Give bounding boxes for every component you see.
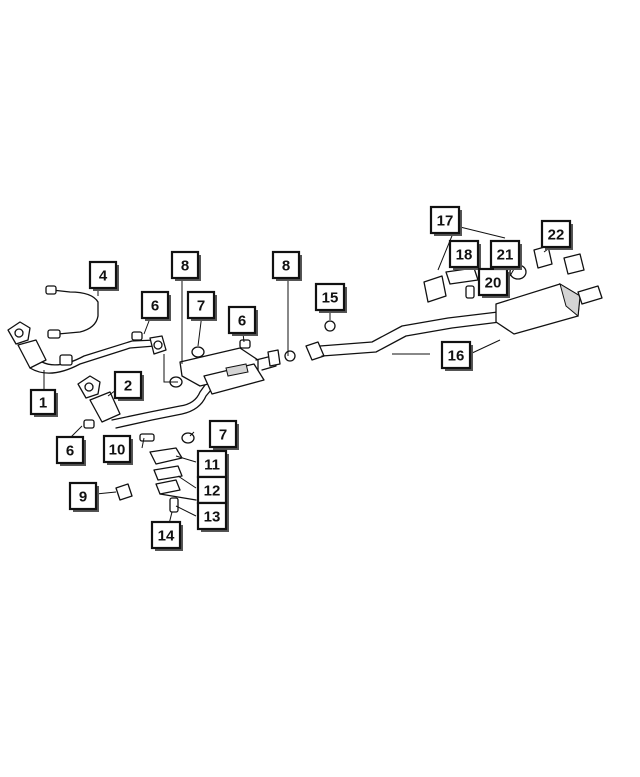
callout-number: 20 [485,275,502,292]
hardware-bolt-6a [131,331,143,341]
callout-box [150,520,182,550]
hardware-gasket-8b [284,350,296,362]
callout-8b: 8 [271,250,302,281]
callout-box [55,435,85,465]
callout-21: 21 [489,239,522,270]
part-2-rear-pipe [77,375,217,429]
callout-number: 6 [238,313,246,330]
part-15-grommet [324,320,336,332]
callout-13: 13 [196,501,229,532]
part-16-muffler-assembly [305,282,603,361]
callout-number: 15 [322,290,339,307]
callout-number: 16 [448,348,465,365]
callout-14: 14 [150,520,183,551]
callout-22: 22 [540,219,573,250]
callout-16: 16 [440,340,473,371]
part-10-bolt [139,433,155,442]
callout-10: 10 [102,434,133,465]
part-12-clamp [153,465,183,495]
callout-box [113,370,143,400]
callout-11: 11 [196,449,229,480]
callout-box [227,305,257,335]
part-4-oxygen-sensor [45,285,99,339]
part-20-bolt [465,285,475,299]
callout-8a: 8 [170,250,201,281]
callout-number: 10 [109,442,126,459]
part-9-isolator [115,483,133,501]
callout-box [186,290,216,320]
callout-box [196,501,228,531]
callout-box [489,239,521,269]
part-14-stud [169,497,179,513]
callout-7a: 7 [186,290,217,321]
callout-number: 13 [204,509,221,526]
callout-number: 7 [197,298,205,315]
callout-6c: 6 [55,435,86,466]
callout-6b: 6 [227,305,258,336]
callout-box [140,290,170,320]
callout-number: 7 [219,427,227,444]
part-22-hanger-rear [533,245,585,275]
callout-number: 18 [456,247,473,264]
part-18-bracket [445,267,479,285]
callout-18: 18 [448,239,481,270]
hardware-bolt-6b [239,339,251,349]
callout-box [314,282,346,312]
callout-box [68,481,98,511]
callout-box [448,239,480,269]
hardware-bolt-6c [83,419,95,429]
callout-box [429,205,461,235]
callout-box [440,340,472,370]
callout-2: 2 [113,370,144,401]
callout-box [540,219,572,249]
callout-number: 14 [158,528,175,545]
callout-number: 8 [181,258,189,275]
part-13-strap [159,493,197,501]
callout-15: 15 [314,282,347,313]
callout-number: 11 [204,457,220,474]
callout-1: 1 [29,388,58,417]
callout-box [196,475,228,505]
callout-number: 6 [66,443,74,460]
callout-box [477,267,509,297]
part-1-front-pipe [7,321,167,374]
callout-20: 20 [477,267,510,298]
callout-number: 21 [497,247,514,264]
callout-number: 4 [99,268,108,285]
callout-box [102,434,132,464]
callout-number: 22 [548,227,565,244]
callout-number: 6 [151,298,159,315]
callout-9: 9 [68,481,99,512]
callout-box [170,250,200,280]
part-17-hanger-front [423,275,447,303]
callout-box [208,419,238,449]
callout-box [29,388,57,416]
callout-box [88,260,118,290]
callout-number: 17 [437,213,454,230]
callout-12: 12 [196,475,229,506]
callout-number: 9 [79,489,87,506]
callout-6a: 6 [140,290,171,321]
callout-17: 17 [429,205,462,236]
callout-box [271,250,301,280]
callout-number: 8 [282,258,290,275]
callout-4: 4 [88,260,119,291]
callout-number: 12 [204,483,221,500]
callout-number: 2 [124,378,132,395]
callout-7b: 7 [208,419,239,450]
callout-number: 1 [39,395,47,412]
